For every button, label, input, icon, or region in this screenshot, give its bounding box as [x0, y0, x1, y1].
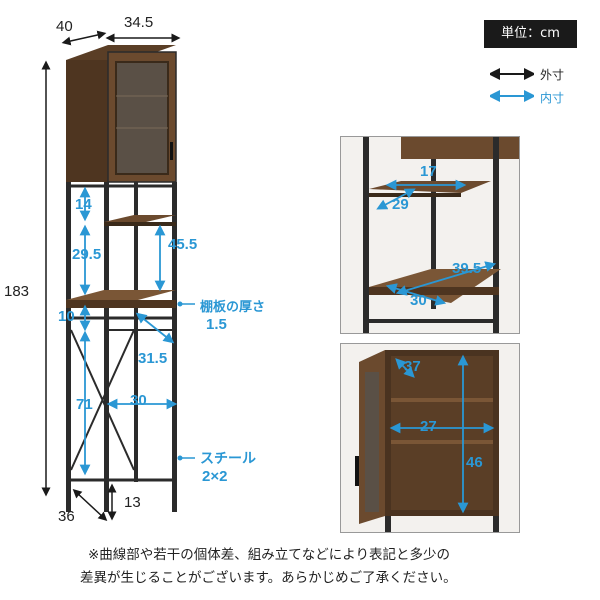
depth-label: 40 [56, 18, 73, 35]
unit-badge: 単位：cm [484, 20, 577, 48]
gap-14-label: 14 [75, 196, 92, 213]
shelf-30-label: 30 [130, 392, 147, 409]
detail-39-5-label: 39.5 [452, 260, 482, 277]
legend-inner: 内寸 [540, 91, 565, 105]
foot-13-label: 13 [124, 494, 141, 511]
steel-value: 2×2 [202, 468, 228, 485]
height-label: 183 [4, 283, 30, 300]
detail-46-label: 46 [466, 454, 483, 471]
main-shelf-illustration [41, 30, 195, 522]
detail-17-label: 17 [420, 163, 437, 180]
gap-10-label: 10 [58, 308, 75, 325]
detail-cabinet-photo [340, 343, 520, 533]
shelf-31-5-label: 31.5 [138, 350, 168, 367]
detail-top-photo [340, 136, 520, 334]
detail-27-label: 27 [420, 418, 437, 435]
legend-outer: 外寸 [540, 68, 565, 82]
disclaimer-line-1: ※曲線部や若干の個体差、組み立てなどにより表記と多少の [88, 547, 451, 563]
leg-71-label: 71 [76, 396, 93, 413]
legend-arrows [490, 68, 534, 102]
width-label: 34.5 [124, 14, 154, 31]
shelf-thickness-label: 棚板の厚さ [200, 299, 266, 314]
detail-30-label: 30 [410, 292, 427, 309]
gap-29-5-label: 29.5 [72, 246, 102, 263]
gap-45-5-label: 45.5 [168, 236, 198, 253]
disclaimer-line-2: 差異が生じることがございます。あらかじめご了承ください。 [80, 570, 457, 586]
detail-37-label: 37 [404, 358, 421, 375]
bottom-36-label: 36 [58, 508, 75, 525]
shelf-thickness-value: 1.5 [206, 316, 227, 333]
detail-29-label: 29 [392, 196, 409, 213]
steel-label: スチール [200, 450, 256, 466]
